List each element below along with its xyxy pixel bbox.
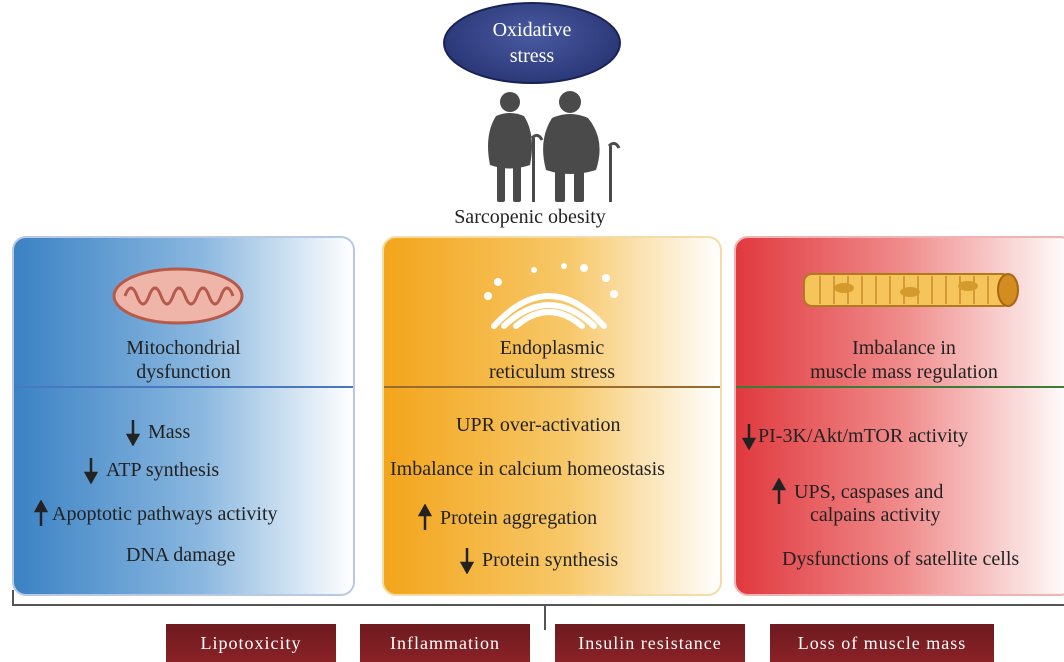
item-text: DNA damage [126, 544, 236, 566]
oval-line-1: Oxidative [492, 19, 572, 41]
item-text: Protein synthesis [482, 548, 619, 571]
mitochondrion-icon [112, 267, 244, 325]
list-item: Mass [126, 418, 190, 446]
panel-divider [736, 386, 1064, 388]
outcome-badge-lipotoxicity: Lipotoxicity [166, 624, 336, 662]
item-text: calpains activity [810, 504, 941, 526]
oxidative-stress-oval: Oxidative stress [443, 2, 621, 84]
item-text: ATP synthesis [106, 458, 220, 481]
panel-er-stress: Endoplasmic reticulum stress UPR over-ac… [382, 236, 722, 596]
list-item: Protein aggregation [418, 504, 597, 532]
sarcopenic-obesity-label: Sarcopenic obesity [454, 206, 606, 228]
item-text: UPR over-activation [456, 414, 621, 436]
item-text: Protein aggregation [440, 506, 598, 529]
arrow-down-icon [126, 420, 140, 446]
item-text: Apoptotic pathways activity [52, 502, 278, 525]
arrow-down-icon [84, 458, 98, 484]
panel-title-line-1: Imbalance in [852, 337, 956, 359]
list-item: calpains activity [810, 504, 941, 527]
item-text: Dysfunctions of satellite cells [782, 548, 1020, 570]
arrow-down-icon [742, 424, 756, 450]
arrow-up-icon [772, 478, 786, 504]
item-text: Mass [148, 420, 191, 443]
list-item: Apoptotic pathways activity [34, 500, 278, 528]
elderly-couple-icon [488, 91, 621, 202]
panel-divider [14, 386, 353, 388]
bracket-stem [544, 606, 546, 630]
outcome-badge-insulin-resistance: Insulin resistance [555, 624, 745, 662]
panel-title-line-1: Endoplasmic [499, 337, 605, 359]
list-item: Protein synthesis [460, 546, 618, 574]
panel-divider [384, 386, 720, 388]
list-item: UPS, caspases and [772, 478, 943, 506]
outcome-badge-loss-of-muscle-mass: Loss of muscle mass [770, 624, 994, 662]
panel-title: Endoplasmic reticulum stress [384, 336, 720, 384]
item-text: Imbalance in calcium homeostasis [390, 458, 665, 480]
endoplasmic-reticulum-icon [484, 263, 618, 329]
arrow-up-icon [418, 504, 432, 530]
muscle-fiber-icon [803, 273, 1019, 307]
panel-title-line-1: Mitochondrial [126, 337, 241, 359]
panel-title: Mitochondrial dysfunction [14, 336, 353, 384]
item-text: PI-3K/Akt/mTOR activity [758, 424, 969, 447]
list-item: PI-3K/Akt/mTOR activity [742, 422, 968, 450]
oval-line-2: stress [509, 45, 555, 67]
list-item: Imbalance in calcium homeostasis [390, 458, 665, 481]
arrow-down-icon [460, 548, 474, 574]
arrow-up-icon [34, 500, 48, 526]
panel-title: Imbalance in muscle mass regulation [736, 336, 1064, 384]
list-item: DNA damage [126, 544, 235, 567]
list-item: ATP synthesis [84, 456, 219, 484]
panel-title-line-2: reticulum stress [488, 361, 616, 383]
bottom-bracket [12, 590, 1064, 606]
panel-title-line-2: dysfunction [136, 361, 231, 383]
outcome-badge-inflammation: Inflammation [360, 624, 530, 662]
item-text: UPS, caspases and [794, 480, 944, 503]
list-item: Dysfunctions of satellite cells [782, 548, 1019, 571]
panel-title-line-2: muscle mass regulation [810, 361, 998, 383]
list-item: UPR over-activation [456, 414, 621, 437]
panel-muscle-mass-regulation: Imbalance in muscle mass regulation PI-3… [734, 236, 1064, 596]
panel-mitochondrial-dysfunction: Mitochondrial dysfunction Mass ATP synth… [12, 236, 355, 596]
